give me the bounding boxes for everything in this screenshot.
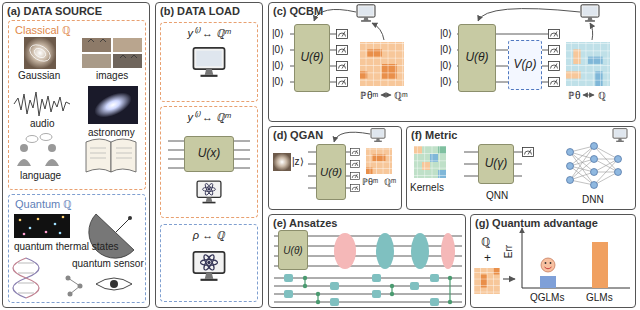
box-heading: Quantum ℚ [15, 198, 72, 210]
label-text: |0⟩ [272, 60, 284, 71]
load-box: y⁽ⁱ⁾ ↔ ℚᵐ U(x) [160, 106, 258, 218]
label-text: QNN [486, 190, 508, 201]
label-text: |0⟩ [272, 44, 284, 55]
panel-title: (c) QCBM [273, 5, 323, 17]
label-text: Err [503, 245, 514, 258]
gate-label: V(ρ) [514, 58, 537, 71]
label-text: ℙθᵐ [362, 178, 378, 188]
panel-box: (e) AnsatzesU(θ) [268, 214, 466, 308]
gate-label: U(θ) [320, 166, 342, 179]
load-box: ρ ↔ ℚ [160, 224, 258, 302]
label-text: ℙθᵐ [360, 90, 378, 101]
label-text: language [20, 170, 61, 181]
label-text: GLMs [586, 292, 613, 303]
label-text: |0⟩ [440, 28, 452, 39]
gate-box: U(θ) [278, 230, 308, 270]
label-text: ℚ [598, 90, 606, 101]
gate-label: U(θ) [283, 245, 302, 256]
gate-box: U(θ) [316, 144, 346, 200]
panel-title: (a) DATA SOURCE [7, 5, 102, 17]
label-text: images [96, 70, 128, 81]
label-text: QGLMs [530, 292, 564, 303]
box-heading: ρ ↔ ℚ [193, 229, 225, 241]
label-text: |0⟩ [272, 76, 284, 87]
label-text: audio [30, 118, 54, 129]
label-text: |0⟩ [272, 28, 284, 39]
box-heading: y⁽ⁱ⁾ ↔ ℚᵐ [187, 111, 230, 123]
gate-box: U(x) [184, 136, 234, 172]
label-text: |0⟩ [440, 60, 452, 71]
gate-label: U(γ) [485, 157, 508, 170]
panel-box: (d) QGAN U(θ) [268, 126, 402, 210]
panel-title: (b) DATA LOAD [160, 5, 240, 17]
label-text: Gaussian [18, 70, 60, 81]
label-text: |0⟩ [440, 76, 452, 87]
label-text: Kernels [410, 182, 444, 193]
source-group: Classical ℚ [8, 20, 146, 190]
panel-title: (e) Ansatzes [273, 217, 337, 229]
box-heading: Classical ℚ [15, 24, 71, 36]
panel-title: (d) QGAN [273, 129, 323, 141]
gate-box: U(γ) [478, 144, 514, 184]
label-text: ℚᵐ [384, 178, 396, 188]
load-box: y⁽ⁱ⁾ ↔ ℚᵐ [160, 22, 258, 102]
label-text: ℚ [481, 236, 490, 249]
gate-box: U(θ) [458, 24, 496, 92]
gate-box: V(ρ) [508, 40, 542, 90]
panel-box: (b) DATA LOAD y⁽ⁱ⁾ ↔ ℚᵐ y⁽ⁱ⁾ ↔ ℚᵐ U(x) ρ ↔ ℚ [155, 2, 263, 308]
panel-title: (f) Metric [411, 129, 457, 141]
label-text: astronomy [88, 127, 135, 138]
panel-title: (g) Quantum advantage [475, 217, 598, 229]
gate-box: U(θ) [294, 24, 330, 92]
label-text: + [484, 252, 491, 265]
gate-label: U(θ) [300, 51, 323, 64]
label-text: |0⟩ [440, 44, 452, 55]
label-text: |z⟩ [292, 156, 304, 167]
label-text: ℙθ [568, 90, 581, 101]
gate-label: U(x) [198, 147, 221, 160]
label-text: quantum thermal states [14, 241, 119, 252]
label-text: DNN [582, 194, 604, 205]
label-text: quantum sensor [72, 258, 144, 269]
box-heading: y⁽ⁱ⁾ ↔ ℚᵐ [187, 27, 230, 39]
label-text: ℚᵐ [394, 90, 408, 101]
gate-label: U(θ) [465, 51, 488, 64]
